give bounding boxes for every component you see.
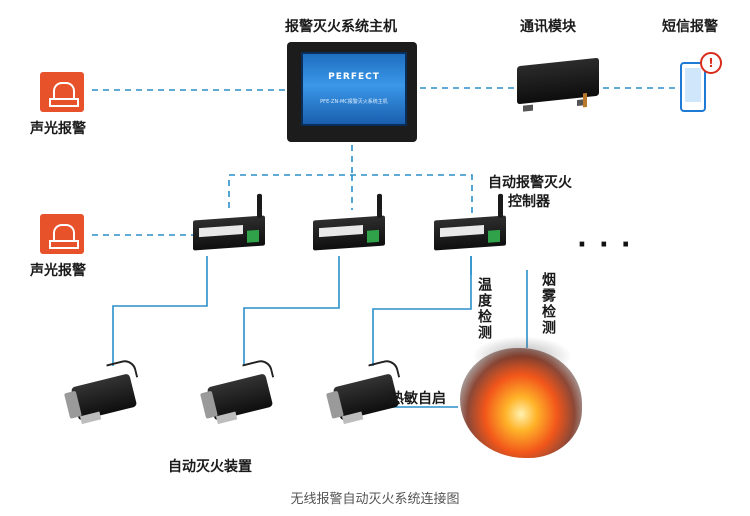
link-bus [228, 174, 473, 215]
temperature-detect-label: 温度检测 [476, 277, 492, 341]
siren-base [49, 98, 79, 107]
controller-terminal [488, 229, 500, 243]
siren-icon-top [40, 72, 84, 112]
host-monitor: PERFECT PFE-ZN-MC报警灭火系统主机 [287, 42, 417, 142]
alert-icon: ! [700, 52, 722, 74]
controller-label-line2: 控制器 [508, 194, 550, 210]
controller-device-2 [313, 193, 385, 251]
extinguisher-label: 自动灭火装置 [168, 459, 252, 475]
siren-dome [53, 82, 75, 98]
controller-device-3 [434, 193, 506, 251]
sound-light-alarm-label-mid: 声光报警 [30, 263, 86, 279]
module-antenna [583, 92, 587, 108]
controller-terminal [247, 229, 259, 243]
controller-plate [199, 225, 243, 238]
phone-screen [685, 68, 701, 102]
siren-base [49, 240, 79, 249]
diagram-caption: 无线报警自动灭火系统连接图 [290, 492, 460, 507]
monitor-brand: PERFECT [328, 72, 380, 82]
comm-module-label: 通讯模块 [520, 19, 576, 35]
controller-antenna [498, 193, 503, 219]
host-label: 报警灭火系统主机 [285, 19, 397, 35]
wire-ctrl3-dev3 [372, 256, 472, 366]
controller-terminal [367, 229, 379, 243]
more-ellipsis: ··· [577, 230, 643, 260]
sms-alarm-label: 短信报警 [662, 19, 718, 35]
phone-icon [680, 62, 706, 112]
module-ear-left [523, 104, 533, 112]
controller-device-1 [193, 193, 265, 251]
controller-label-line1: 自动报警灭火 [488, 175, 572, 191]
siren-icon-mid [40, 214, 84, 254]
controller-antenna [257, 193, 262, 219]
wire-ctrl1-dev1 [112, 256, 208, 366]
heat-sensitive-start-label: 热敏自启 [390, 391, 446, 407]
host-screen: PERFECT PFE-ZN-MC报警灭火系统主机 [301, 52, 407, 126]
controller-plate [440, 225, 484, 238]
controller-antenna [377, 193, 382, 219]
monitor-subtitle: PFE-ZN-MC报警灭火系统主机 [320, 99, 388, 105]
wire-ctrl2-dev2 [243, 256, 340, 366]
fire-image [460, 348, 582, 458]
controller-plate [319, 225, 363, 238]
sound-light-alarm-label-top: 声光报警 [30, 121, 86, 137]
comm-module-device [517, 57, 599, 112]
siren-dome [53, 224, 75, 240]
smoke-detect-label: 烟雾检测 [540, 272, 556, 336]
